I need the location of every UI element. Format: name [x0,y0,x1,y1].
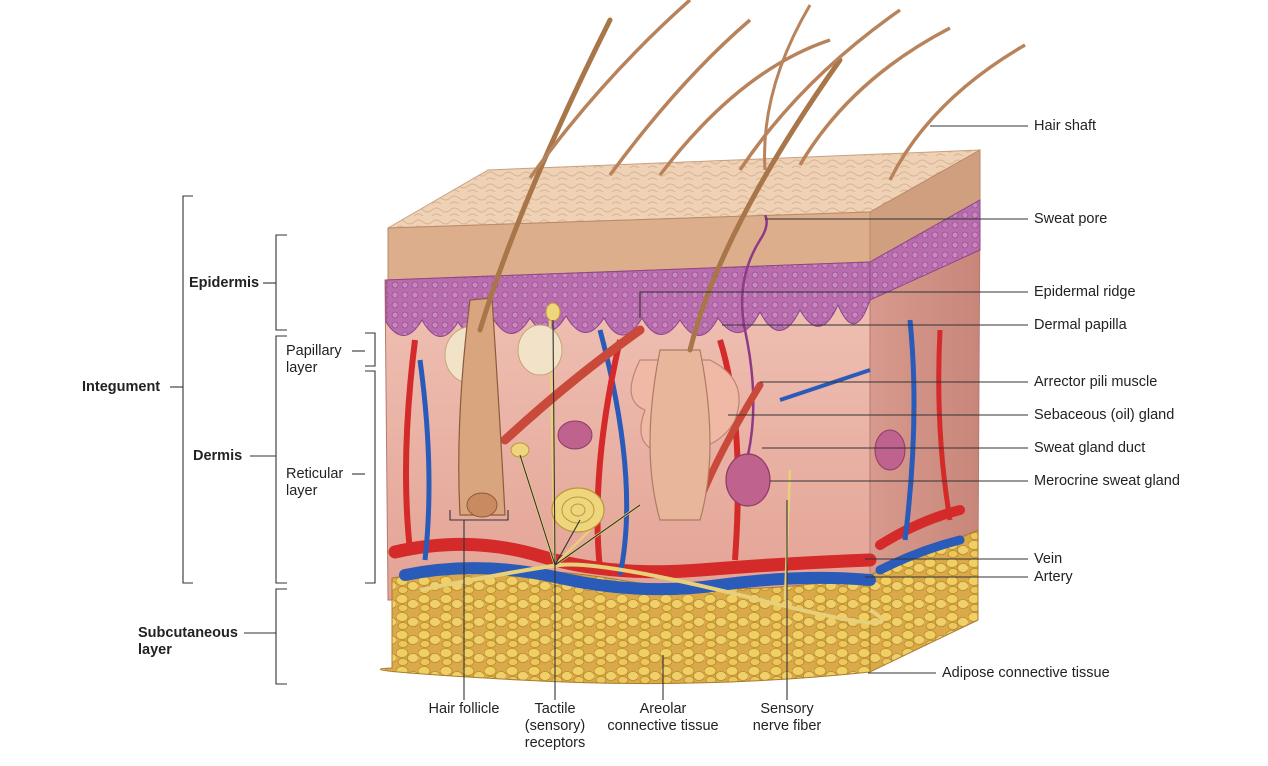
label-arrector-pili: Arrector pili muscle [1034,374,1158,390]
lamellated-corpuscle [551,487,605,533]
label-hair-follicle: Hair follicle [428,701,500,717]
vein-vessel [399,562,876,596]
arrector-pili [500,325,645,445]
label-sensory-nerve-fiber: Sensory nerve fiber [752,701,822,734]
label-merocrine-sweat-gland: Merocrine sweat gland [1034,473,1180,489]
label-hair-shaft: Hair shaft [1034,118,1097,134]
label-tactile-receptors: Tactile (sensory) receptors [524,701,586,751]
sweat-gland [725,453,771,507]
label-sweat-gland-duct: Sweat gland duct [1034,440,1146,456]
label-epidermis: Epidermis [189,275,260,291]
label-papillary-layer: Papillary layer [286,343,342,376]
label-artery: Artery [1034,569,1073,585]
label-dermal-papilla: Dermal papilla [1034,317,1127,333]
label-adipose-tissue: Adipose connective tissue [942,665,1110,681]
label-dermis: Dermis [193,448,243,464]
label-vein: Vein [1034,551,1063,567]
label-sweat-pore: Sweat pore [1034,211,1108,227]
label-subcutaneous-layer: Subcutaneous layer [138,625,238,658]
label-areolar-tissue: Areolar connective tissue [607,701,719,734]
hair-shaft-1 [477,17,613,333]
label-integument: Integument [82,379,161,395]
label-sebaceous-gland: Sebaceous (oil) gland [1034,407,1175,423]
label-epidermal-ridge: Epidermal ridge [1034,284,1136,300]
label-reticular-layer: Reticular layer [286,466,344,499]
